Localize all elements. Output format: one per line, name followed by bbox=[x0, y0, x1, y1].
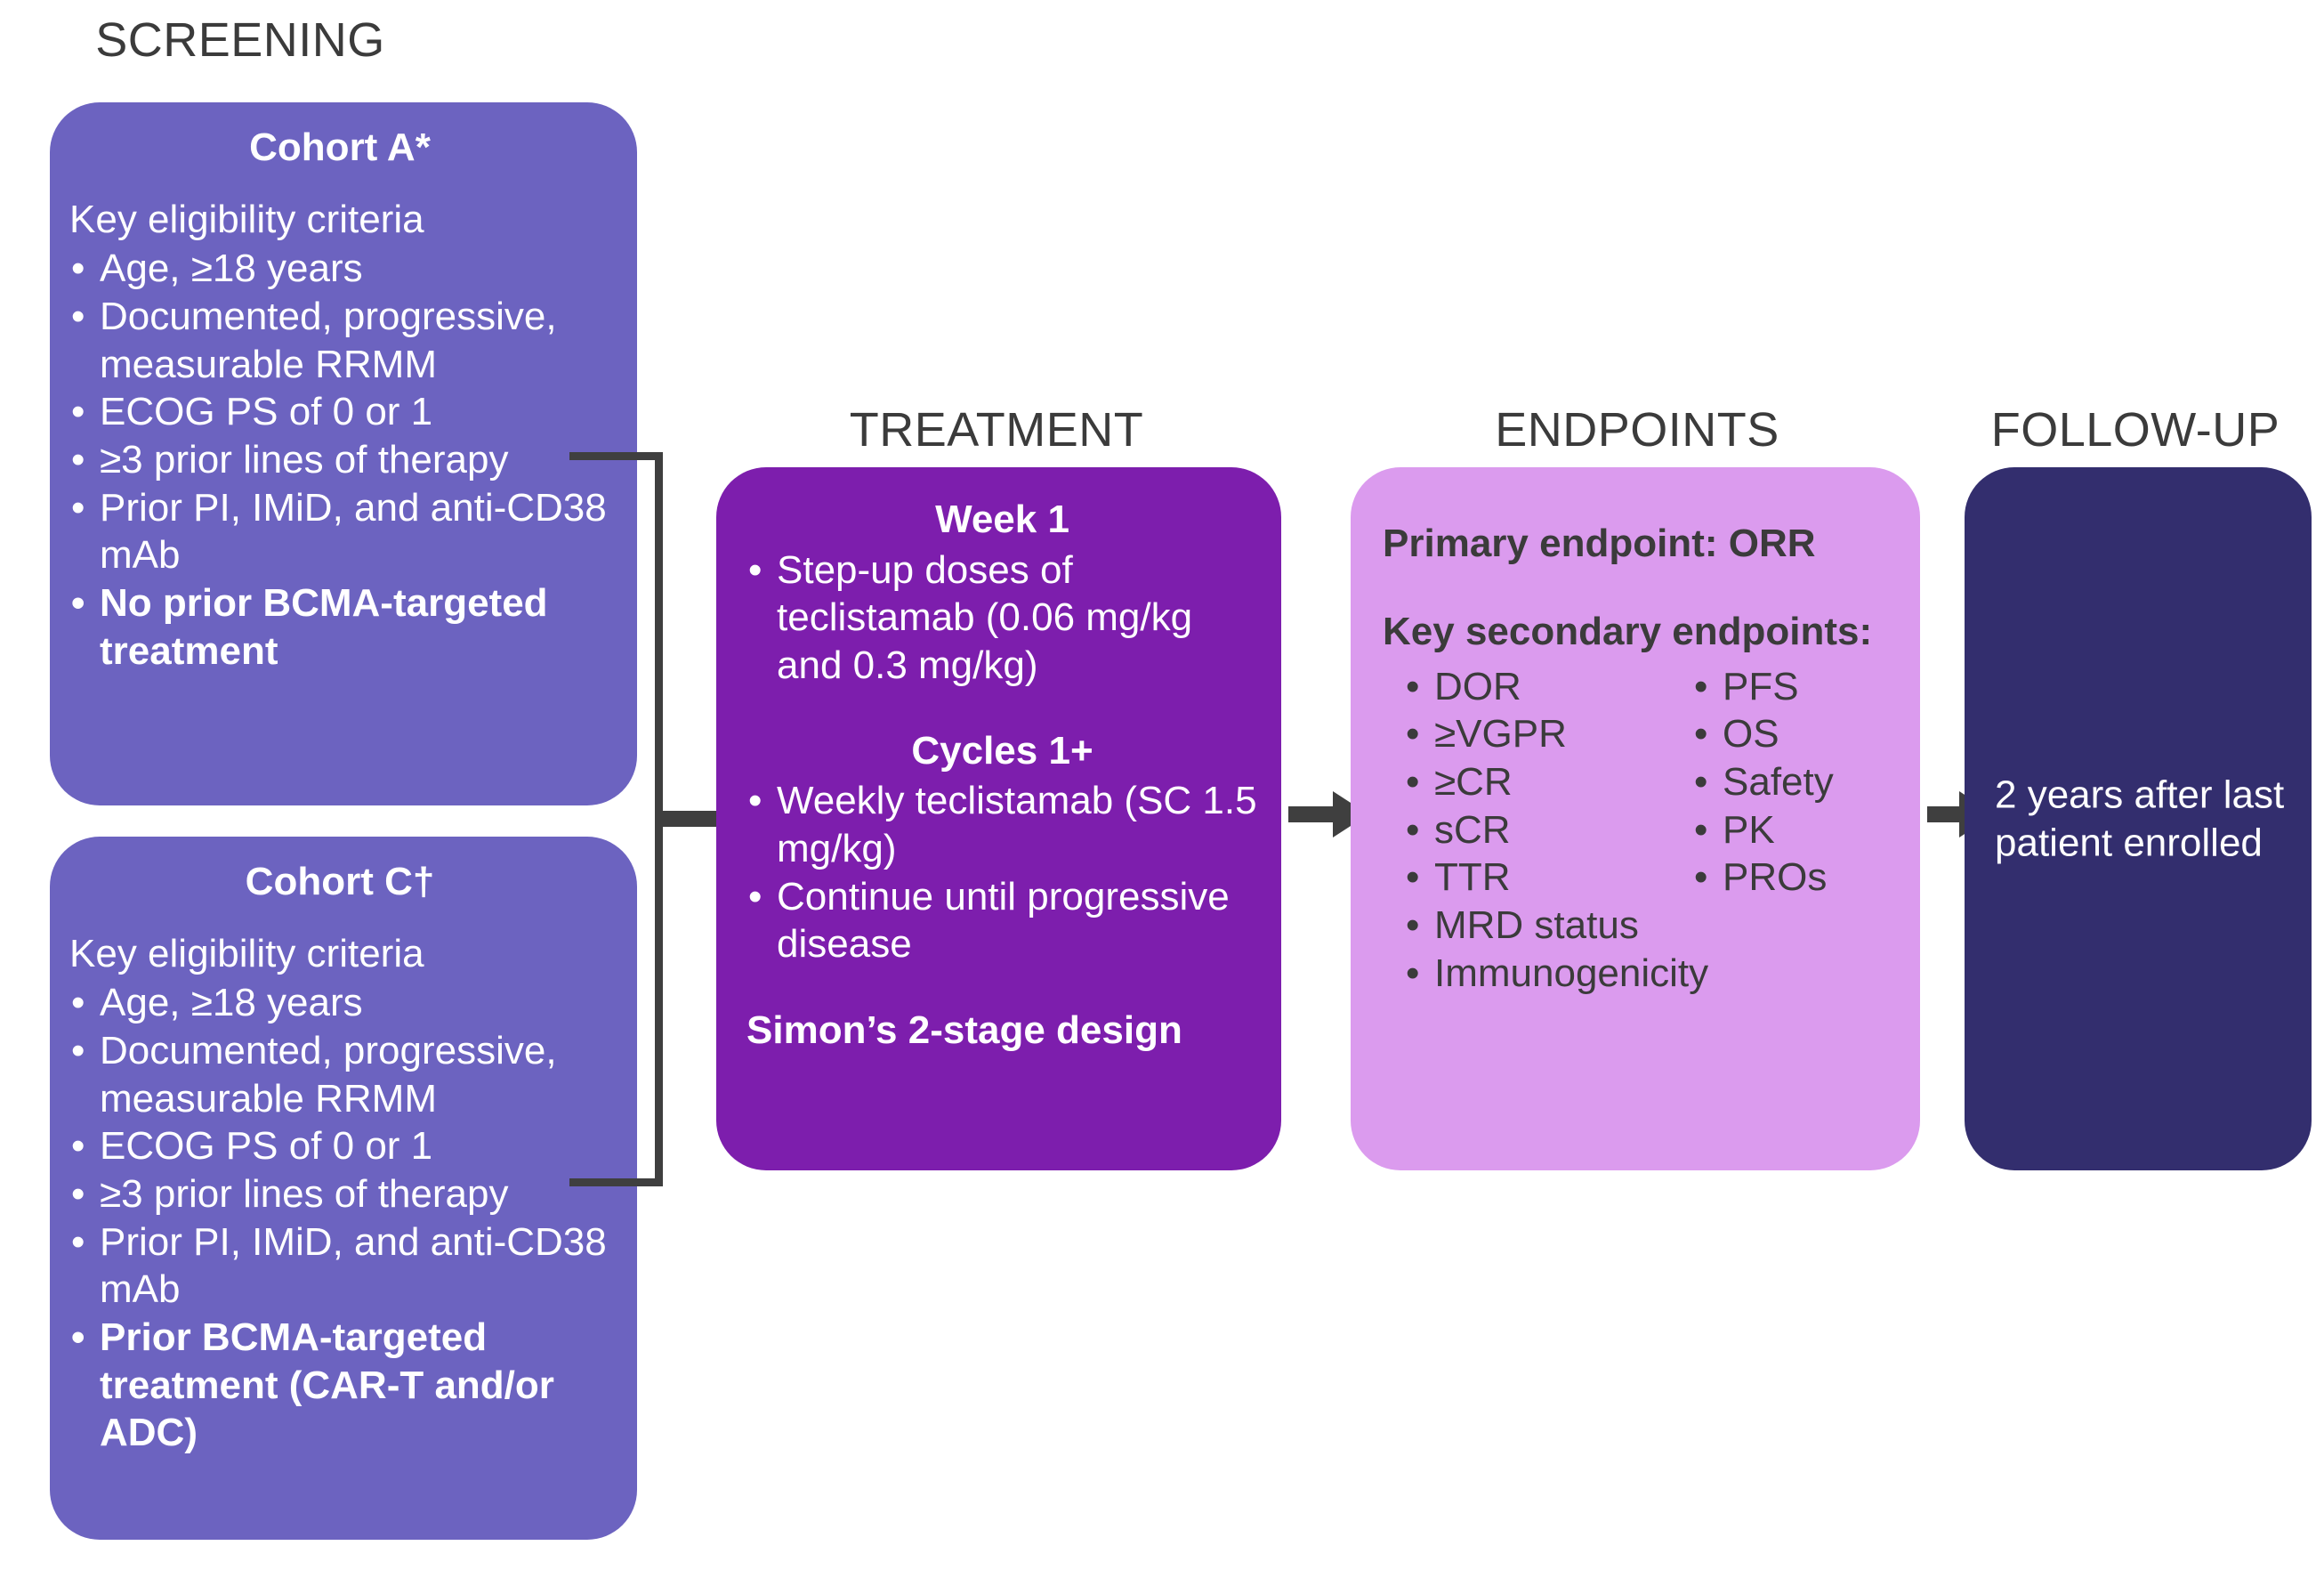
treatment-cycles-title: Cycles 1+ bbox=[911, 728, 1093, 773]
list-item: Prior PI, IMiD, and anti-CD38 mAb bbox=[69, 484, 610, 579]
list-item: Documented, progressive, measurable RRMM bbox=[69, 293, 610, 388]
column-header-treatment: TREATMENT bbox=[849, 403, 1144, 457]
list-item: No prior BCMA-targeted treatment bbox=[69, 579, 610, 675]
spacer bbox=[746, 968, 1258, 1007]
treatment-week1-list: Step-up doses of teclistamab (0.06 mg/kg… bbox=[746, 546, 1258, 690]
treatment-week1-title: Week 1 bbox=[935, 498, 1069, 541]
list-item: ≥3 prior lines of therapy bbox=[69, 436, 610, 484]
list-item: Documented, progressive, measurable RRMM bbox=[69, 1027, 610, 1122]
cohort-c-content: Cohort C† Key eligibility criteria Age, … bbox=[69, 860, 610, 1457]
list-item: Step-up doses of teclistamab (0.06 mg/kg… bbox=[746, 546, 1258, 690]
endpoints-primary: Primary endpoint: ORR bbox=[1383, 522, 1816, 565]
list-item: Prior BCMA-targeted treatment (CAR-T and… bbox=[69, 1314, 610, 1457]
list-item: PROs bbox=[1692, 854, 1897, 902]
treatment-cycles-list: Weekly teclistamab (SC 1.5 mg/kg) Contin… bbox=[746, 777, 1258, 968]
treatment-content: Week 1 Step-up doses of teclistamab (0.0… bbox=[746, 498, 1258, 1055]
spacer bbox=[746, 690, 1258, 729]
list-item: ≥CR bbox=[1404, 758, 1671, 806]
list-item: Safety bbox=[1692, 758, 1897, 806]
list-item: Age, ≥18 years bbox=[69, 979, 610, 1027]
cohort-a-lede: Key eligibility criteria bbox=[69, 197, 424, 241]
endpoints-secondary-columns: DOR ≥VGPR ≥CR sCR TTR MRD status Immunog… bbox=[1383, 663, 1897, 998]
cohort-c-title: Cohort C† bbox=[245, 860, 435, 903]
list-item: ECOG PS of 0 or 1 bbox=[69, 388, 610, 436]
followup-text: 2 years after last patient enrolled bbox=[1995, 773, 2285, 864]
list-item: MRD status bbox=[1404, 902, 1671, 950]
cohort-a-box: Cohort A* Key eligibility criteria Age, … bbox=[50, 102, 637, 805]
cohort-a-title: Cohort A* bbox=[249, 125, 431, 169]
list-item: ≥VGPR bbox=[1404, 710, 1671, 758]
cohort-join-bracket bbox=[569, 452, 663, 1186]
treatment-design-note: Simon’s 2-stage design bbox=[746, 1007, 1182, 1052]
endpoints-secondary-heading: Key secondary endpoints: bbox=[1383, 609, 1873, 653]
followup-box: 2 years after last patient enrolled bbox=[1965, 467, 2312, 1170]
cohort-c-lede: Key eligibility criteria bbox=[69, 931, 424, 975]
cohort-a-criteria-list: Age, ≥18 years Documented, progressive, … bbox=[69, 245, 610, 675]
list-item: PK bbox=[1692, 806, 1897, 854]
list-item: ECOG PS of 0 or 1 bbox=[69, 1122, 610, 1170]
column-header-followup: FOLLOW-UP bbox=[1990, 403, 2280, 457]
list-item: sCR bbox=[1404, 806, 1671, 854]
list-item: Weekly teclistamab (SC 1.5 mg/kg) bbox=[746, 777, 1258, 872]
list-item: PFS bbox=[1692, 663, 1897, 711]
column-header-endpoints: ENDPOINTS bbox=[1495, 403, 1779, 457]
list-item: Continue until progressive disease bbox=[746, 873, 1258, 968]
list-item: OS bbox=[1692, 710, 1897, 758]
endpoints-secondary-left-list: DOR ≥VGPR ≥CR sCR TTR MRD status Immunog… bbox=[1404, 663, 1708, 998]
endpoints-secondary-right-list: PFS OS Safety PK PROs bbox=[1692, 663, 1897, 998]
list-item: DOR bbox=[1404, 663, 1671, 711]
cohort-c-box: Cohort C† Key eligibility criteria Age, … bbox=[50, 837, 637, 1540]
cohort-c-criteria-list: Age, ≥18 years Documented, progressive, … bbox=[69, 979, 610, 1457]
treatment-box: Week 1 Step-up doses of teclistamab (0.0… bbox=[716, 467, 1281, 1170]
cohort-a-content: Cohort A* Key eligibility criteria Age, … bbox=[69, 125, 610, 675]
list-item: ≥3 prior lines of therapy bbox=[69, 1170, 610, 1218]
endpoints-box: Primary endpoint: ORR Key secondary endp… bbox=[1351, 467, 1920, 1170]
list-item: Immunogenicity bbox=[1404, 950, 1708, 998]
list-item: Prior PI, IMiD, and anti-CD38 mAb bbox=[69, 1218, 610, 1314]
list-item: TTR bbox=[1404, 854, 1671, 902]
list-item: Age, ≥18 years bbox=[69, 245, 610, 293]
endpoints-content: Primary endpoint: ORR Key secondary endp… bbox=[1383, 521, 1897, 997]
column-header-screening: SCREENING bbox=[95, 13, 385, 67]
